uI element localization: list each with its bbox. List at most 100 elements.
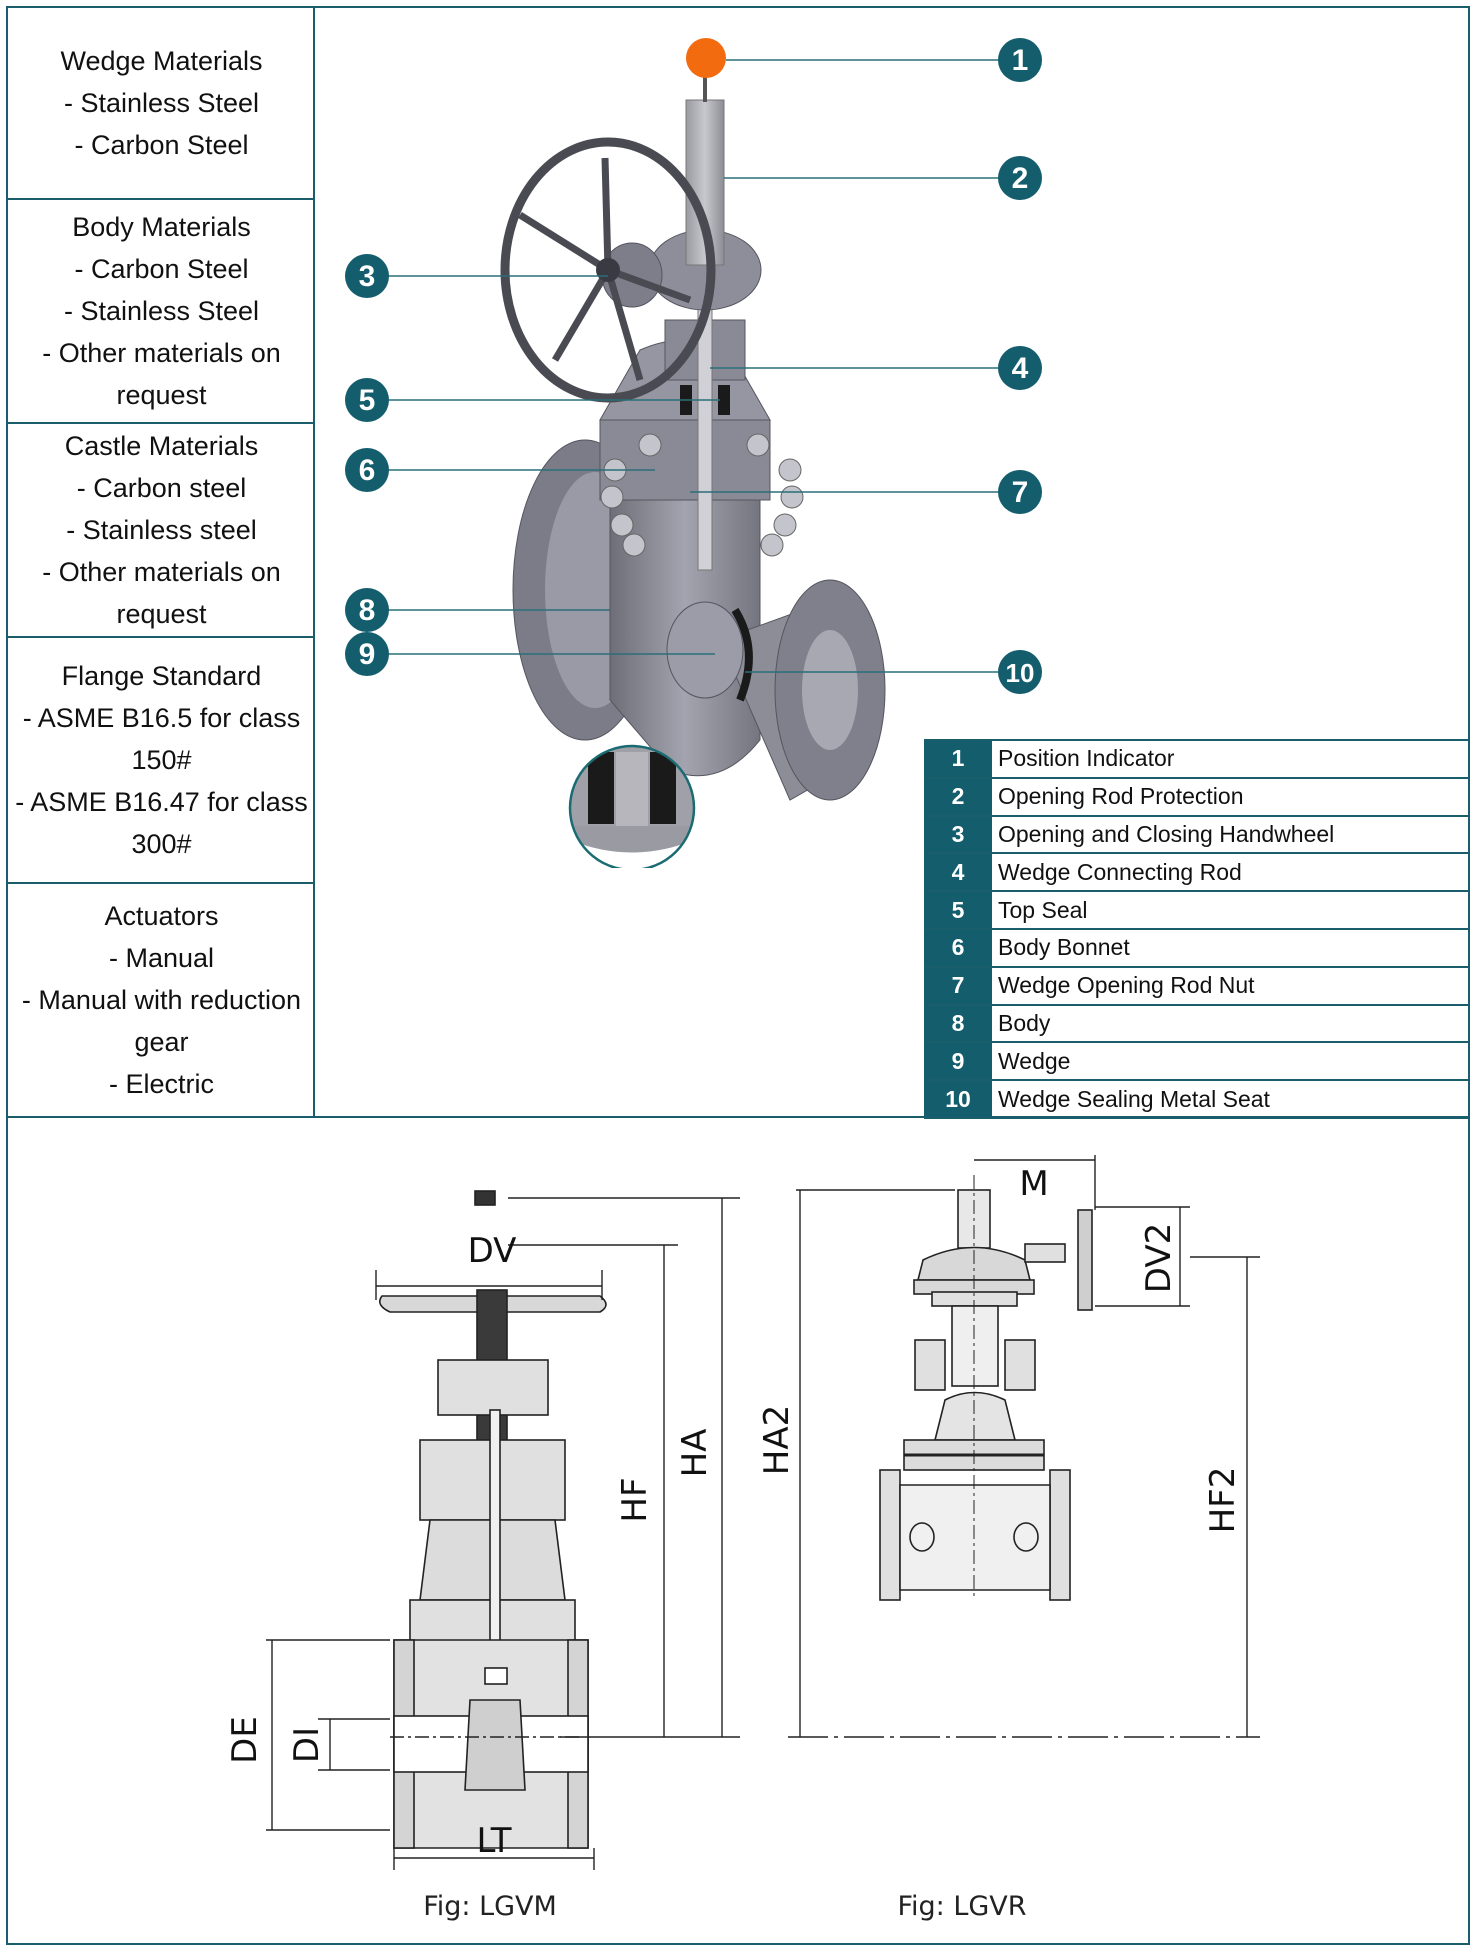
dim-label-hf2: HF2	[1203, 1467, 1243, 1534]
spec-line: request	[116, 599, 207, 629]
valve-body-graphic	[500, 76, 886, 801]
figure-caption-lgvm: Fig: LGVM	[423, 1891, 557, 1922]
callout-badge-2: 2	[998, 156, 1042, 200]
lgvr-dimension-lines	[788, 1155, 1260, 1738]
callout-badge-1: 1	[998, 38, 1042, 82]
callout-number: 5	[359, 384, 376, 417]
spec-line: gear	[134, 1027, 189, 1057]
spec-title: Castle Materials	[64, 431, 259, 461]
callout-badge-8: 8	[345, 588, 389, 632]
spec-line: - Manual	[108, 943, 215, 973]
spec-castle-materials: Castle Materials - Carbon steel - Stainl…	[8, 424, 315, 636]
callout-number: 7	[1012, 476, 1029, 509]
part-number: 8	[924, 1003, 992, 1044]
spec-line: - Stainless Steel	[63, 88, 260, 118]
dim-label-dv2: DV2	[1139, 1223, 1179, 1293]
spec-divider	[6, 636, 315, 638]
spec-line: - Carbon Steel	[74, 254, 249, 284]
lgvr-drawing	[879, 1175, 1093, 1601]
callout-leaders	[385, 59, 1000, 673]
spec-body-materials: Body Materials - Carbon Steel - Stainles…	[8, 200, 315, 422]
lgvm-drawing	[379, 1190, 607, 1849]
callout-circle	[998, 38, 1042, 82]
figure-caption-lgvr: Fig: LGVR	[897, 1891, 1026, 1922]
part-name: Body Bonnet	[992, 927, 1470, 968]
page-frame	[6, 6, 1470, 1945]
spec-line: - Stainless steel	[66, 515, 257, 545]
part-name: Wedge Opening Rod Nut	[992, 965, 1470, 1006]
callout-badge-9: 9	[345, 632, 389, 676]
part-number: 1	[924, 739, 992, 779]
part-number: 4	[924, 852, 992, 893]
part-number: 10	[924, 1079, 992, 1119]
spec-flange-standard: Flange Standard - ASME B16.5 for class 1…	[8, 638, 315, 882]
spec-divider	[6, 198, 315, 200]
part-name: Opening and Closing Handwheel	[992, 814, 1470, 855]
callout-number: 9	[359, 638, 376, 671]
part-number: 9	[924, 1041, 992, 1082]
spec-title: Body Materials	[72, 212, 251, 242]
spec-divider	[6, 882, 315, 884]
callout-circle	[345, 588, 389, 632]
part-name: Wedge	[992, 1041, 1470, 1082]
spec-line: request	[116, 380, 207, 410]
callout-number: 2	[1012, 162, 1029, 195]
dim-label-ha: HA	[675, 1429, 715, 1478]
dim-label-lt: LT	[476, 1821, 511, 1861]
dim-label-dv: DV	[468, 1231, 517, 1271]
spec-actuators: Actuators - Manual - Manual with reducti…	[8, 884, 315, 1116]
callout-badge-5: 5	[345, 378, 389, 422]
spec-line: - Other materials on	[42, 557, 281, 587]
callout-number: 10	[1006, 658, 1035, 688]
callout-badge-4: 4	[998, 346, 1042, 390]
spec-line: 150#	[131, 745, 192, 775]
dim-label-hf: HF	[615, 1477, 655, 1522]
spec-line: - Carbon steel	[76, 473, 247, 503]
position-indicator-ball	[686, 38, 726, 78]
spec-line: - Electric	[108, 1069, 214, 1099]
dim-label-di: DI	[287, 1727, 327, 1763]
spec-line: - ASME B16.47 for class	[15, 787, 308, 817]
dim-label-m: M	[1019, 1164, 1048, 1204]
part-name: Wedge Sealing Metal Seat	[992, 1079, 1470, 1119]
lgvm-dimension-lines	[266, 1197, 740, 1870]
callout-number: 4	[1012, 352, 1029, 385]
spec-title: Flange Standard	[61, 661, 262, 691]
part-name: Wedge Connecting Rod	[992, 852, 1470, 893]
callout-badge-6: 6	[345, 448, 389, 492]
spec-title: Wedge Materials	[60, 46, 263, 76]
spec-title: Actuators	[104, 901, 219, 931]
callout-circle	[998, 470, 1042, 514]
callout-circle	[345, 632, 389, 676]
part-number: 7	[924, 965, 992, 1006]
callout-circle	[998, 650, 1042, 694]
callout-circle	[998, 346, 1042, 390]
spec-line: - ASME B16.5 for class	[22, 703, 301, 733]
section-divider	[6, 1116, 1470, 1118]
part-number: 6	[924, 927, 992, 968]
seat-detail-inset	[568, 744, 696, 868]
dimension-drawings: DV HF HA DE DI LT Fig: LGVM M HA2 DV2 HF…	[225, 1155, 1260, 1922]
spec-wedge-materials: Wedge Materials - Stainless Steel - Carb…	[8, 8, 315, 198]
spec-divider	[6, 422, 315, 424]
callout-badge-7: 7	[998, 470, 1042, 514]
spec-line: - Manual with reduction	[21, 985, 302, 1015]
callout-circle	[345, 254, 389, 298]
part-name: Top Seal	[992, 890, 1470, 930]
part-number: 3	[924, 814, 992, 855]
part-name: Opening Rod Protection	[992, 776, 1470, 817]
callout-badge-3: 3	[345, 254, 389, 298]
callout-number: 3	[359, 260, 376, 293]
callout-number: 8	[359, 594, 376, 627]
callout-circle	[345, 448, 389, 492]
